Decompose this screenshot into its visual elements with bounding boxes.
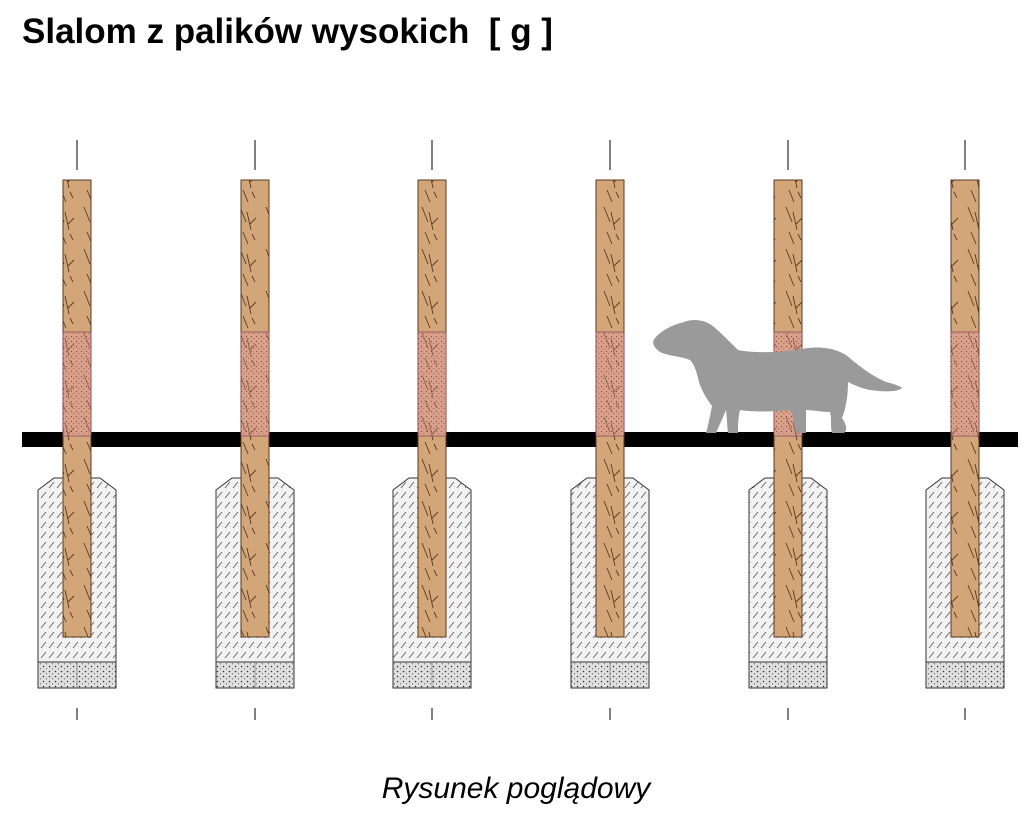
band-grain xyxy=(63,332,91,436)
dog-silhouette xyxy=(653,319,902,433)
band-grain xyxy=(951,332,979,436)
band-grain xyxy=(596,332,624,436)
slalom-pole xyxy=(925,140,1005,720)
slalom-pole xyxy=(570,140,650,720)
band-grain xyxy=(241,332,269,436)
slalom-pole xyxy=(748,140,828,720)
slalom-diagram xyxy=(22,140,1018,720)
slalom-pole xyxy=(392,140,472,720)
slalom-pole xyxy=(37,140,117,720)
poles-layer xyxy=(37,140,1005,720)
slalom-pole xyxy=(215,140,295,720)
page-title: Slalom z palików wysokich [ g ] xyxy=(22,12,553,51)
ground-bar xyxy=(22,432,1018,447)
figure-caption: Rysunek poglądowy xyxy=(381,772,651,805)
band-grain xyxy=(418,332,446,436)
